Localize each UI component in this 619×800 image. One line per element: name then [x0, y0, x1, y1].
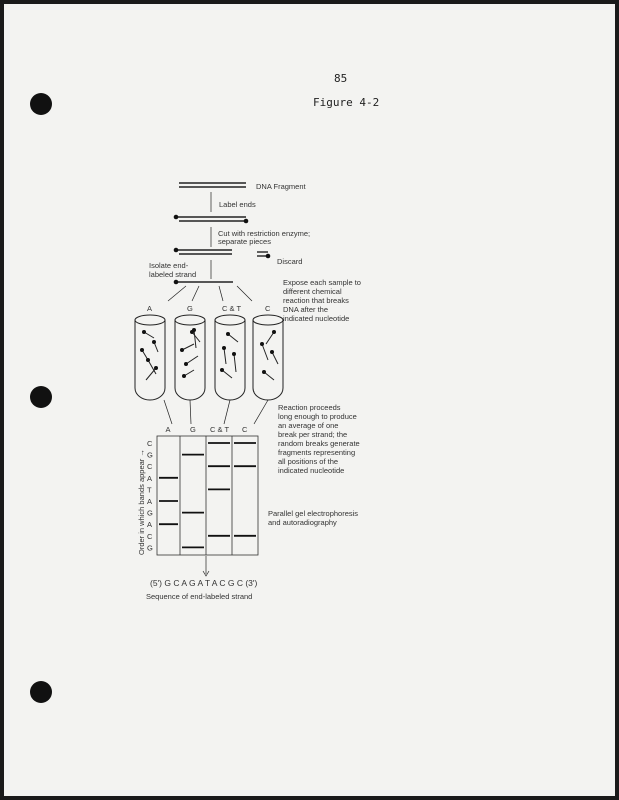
reaction-note-line: indicated nucleotide	[278, 466, 344, 475]
dna-fragment	[271, 351, 279, 365]
tube-opening	[214, 314, 246, 326]
test-tube	[134, 320, 166, 401]
row-letter: A	[147, 474, 152, 483]
gel-note-line: and autoradiography	[268, 518, 337, 527]
label-dot	[184, 362, 188, 366]
dna-fragment	[223, 347, 227, 365]
label-dot	[272, 330, 276, 334]
lane-label: C & T	[210, 425, 229, 434]
label-dot	[270, 350, 274, 354]
punch-hole	[30, 681, 52, 703]
lane-label: G	[190, 425, 196, 434]
dna-fragment	[221, 369, 233, 379]
document-page	[4, 4, 615, 796]
label-discard: Discard	[277, 257, 302, 266]
gel-note-line: Parallel gel electrophoresis	[268, 509, 358, 518]
tube-label: G	[187, 304, 193, 313]
lane-label: A	[166, 425, 171, 434]
punch-hole	[30, 386, 52, 408]
label-dot	[222, 346, 226, 350]
tube-label: A	[147, 304, 152, 313]
expose-note-line: DNA after the	[283, 305, 328, 314]
label-dot	[226, 332, 230, 336]
row-letter: C	[147, 532, 153, 541]
label-dot	[140, 348, 144, 352]
page-number: 85	[334, 72, 348, 85]
label-isolate-1: Isolate end-	[149, 261, 189, 270]
row-letter: A	[147, 520, 152, 529]
label-dot	[142, 330, 146, 334]
label-isolate-2: labeled strand	[149, 270, 196, 279]
row-letter: G	[147, 509, 153, 518]
label-dot	[232, 352, 236, 356]
label-dot	[220, 368, 224, 372]
gel	[156, 435, 259, 556]
row-letter: C	[147, 462, 153, 471]
dna-fragment	[263, 371, 275, 381]
dna-fragment	[181, 343, 195, 351]
reaction-note-line: break per strand; the	[278, 430, 347, 439]
label-dot	[154, 366, 158, 370]
expose-note-line: reaction that breaks	[283, 296, 349, 305]
tube-opening	[252, 314, 284, 326]
row-letter: G	[147, 451, 153, 460]
label-dot	[152, 340, 156, 344]
reaction-note-line: fragments representing	[278, 448, 355, 457]
tube-opening	[174, 314, 206, 326]
reaction-note-line: all positions of the	[278, 457, 338, 466]
label-dot	[192, 328, 196, 332]
expose-note-line: indicated nucleotide	[283, 314, 349, 323]
expose-note-line: Expose each sample to	[283, 278, 361, 287]
label-dot	[182, 374, 186, 378]
dna-fragment	[145, 367, 157, 381]
reaction-note-line: long enough to produce	[278, 412, 357, 421]
tube-opening	[134, 314, 166, 326]
dna-fragment	[191, 331, 201, 343]
label-dot	[262, 370, 266, 374]
label-dot	[146, 358, 150, 362]
dna-fragment	[227, 333, 239, 343]
test-tube	[174, 320, 206, 401]
reaction-note-line: an average of one	[278, 421, 338, 430]
test-tube	[252, 320, 284, 401]
arrow-head	[202, 570, 210, 577]
tube-label: C	[265, 304, 271, 313]
lane-label: C	[242, 425, 248, 434]
sequence: (5') G C A G A T A C G C (3')	[150, 578, 257, 588]
expose-note-line: different chemical	[283, 287, 342, 296]
dna-fragment	[193, 329, 197, 349]
dna-fragment	[265, 331, 275, 345]
row-letter: T	[147, 485, 152, 494]
label-dot	[260, 342, 264, 346]
label-label-ends: Label ends	[219, 200, 256, 209]
row-letter: C	[147, 439, 153, 448]
dna-fragment	[185, 355, 199, 365]
test-tube	[214, 320, 246, 401]
dna-fragment	[233, 353, 237, 373]
row-letter: G	[147, 543, 153, 552]
figure-title: Figure 4-2	[313, 96, 380, 109]
punch-hole	[30, 93, 52, 115]
y-axis-label: Order in which bands appear →	[137, 449, 146, 555]
label-cut-2: separate pieces	[218, 237, 271, 246]
tube-label: C & T	[222, 304, 241, 313]
row-letter: A	[147, 497, 152, 506]
label-dot	[180, 348, 184, 352]
dna-fragment	[261, 343, 269, 361]
reaction-note-line: random breaks generate	[278, 439, 360, 448]
label-cut-1: Cut with restriction enzyme;	[218, 229, 310, 238]
label-dna-fragment: DNA Fragment	[256, 182, 307, 191]
reaction-note-line: Reaction proceeds	[278, 403, 341, 412]
sequence-caption: Sequence of end-labeled strand	[146, 592, 252, 601]
dna-fragment	[147, 359, 157, 375]
